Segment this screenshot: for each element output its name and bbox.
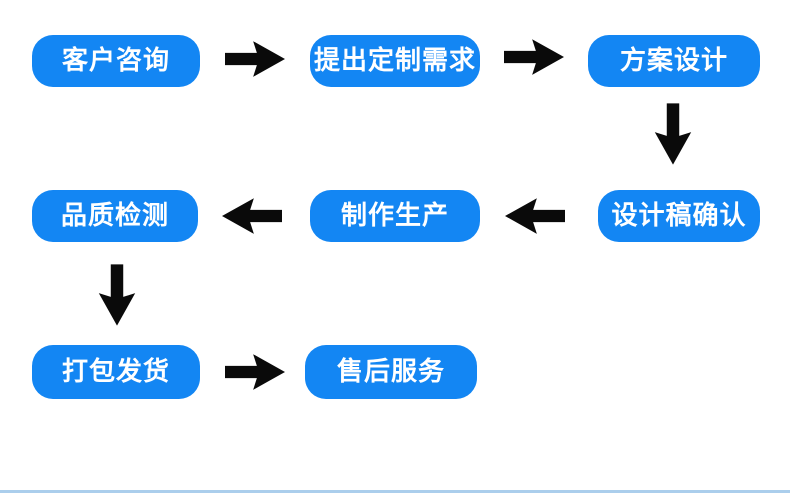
flow-step-customer-inquiry: 客户咨询 [32, 35, 200, 87]
flow-step-production: 制作生产 [310, 190, 480, 242]
flow-step-after-sales-service: 售后服务 [305, 345, 477, 399]
arrow-down-icon [650, 103, 696, 165]
flow-step-solution-design: 方案设计 [588, 35, 760, 87]
arrow-right-icon [504, 34, 564, 80]
flow-step-packing-shipping: 打包发货 [32, 345, 200, 399]
arrow-right-icon [225, 36, 285, 82]
arrow-right-icon [225, 349, 285, 395]
arrow-left-icon [505, 193, 565, 239]
bottom-divider [0, 490, 790, 493]
arrow-down-icon [94, 264, 140, 326]
flow-step-quality-inspection: 品质检测 [32, 190, 198, 242]
arrow-left-icon [222, 193, 282, 239]
flow-step-design-draft-confirmation: 设计稿确认 [598, 190, 760, 242]
flow-step-customization-request: 提出定制需求 [310, 35, 480, 87]
